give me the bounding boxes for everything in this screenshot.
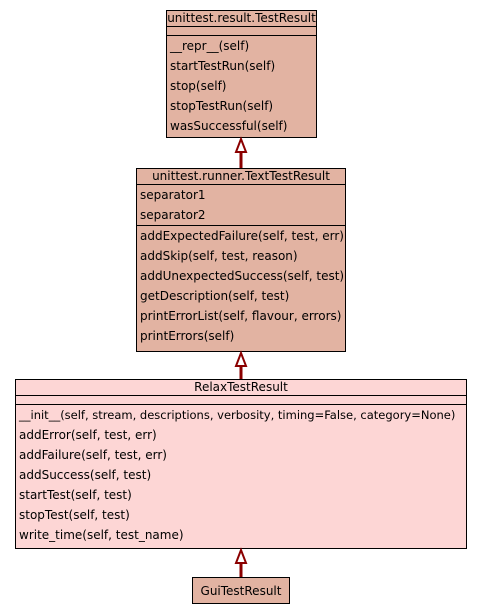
- class-box-texttestresult[interactable]: unittest.runner.TextTestResult separator…: [136, 168, 346, 352]
- method-item: __init__(self, stream, descriptions, ver…: [19, 408, 456, 422]
- inheritance-arrow-relax-to-text: [234, 350, 248, 379]
- method-item: getDescription(self, test): [140, 289, 290, 303]
- inheritance-arrow-text-to-result: [234, 136, 248, 168]
- method-item: startTest(self, test): [19, 488, 132, 502]
- attributes-section: separator1 separator2: [137, 185, 345, 226]
- class-name: RelaxTestResult: [16, 380, 466, 396]
- method-item: __repr__(self): [170, 39, 250, 53]
- class-name: GuiTestResult: [200, 583, 282, 598]
- method-item: stop(self): [170, 79, 227, 93]
- class-box-testresult[interactable]: unittest.result.TestResult __repr__(self…: [166, 10, 317, 138]
- method-item: wasSuccessful(self): [170, 119, 288, 133]
- method-item: addSuccess(self, test): [19, 468, 152, 482]
- attributes-section: [167, 27, 316, 36]
- methods-section: __repr__(self) startTestRun(self) stop(s…: [167, 36, 316, 136]
- method-item: addSkip(self, test, reason): [140, 249, 298, 263]
- attribute-item: separator2: [140, 208, 206, 222]
- class-box-relaxtestresult[interactable]: RelaxTestResult __init__(self, stream, d…: [15, 379, 467, 549]
- attribute-item: separator1: [140, 188, 206, 202]
- method-item: stopTestRun(self): [170, 99, 274, 113]
- method-item: addFailure(self, test, err): [19, 448, 167, 462]
- class-name: unittest.result.TestResult: [167, 11, 316, 27]
- methods-section: __init__(self, stream, descriptions, ver…: [16, 405, 466, 545]
- method-item: startTestRun(self): [170, 59, 276, 73]
- method-item: addError(self, test, err): [19, 428, 157, 442]
- method-item: printErrors(self): [140, 329, 235, 343]
- methods-section: addExpectedFailure(self, test, err) addS…: [137, 226, 345, 346]
- method-item: addUnexpectedSuccess(self, test): [140, 269, 345, 283]
- method-item: printErrorList(self, flavour, errors): [140, 309, 342, 323]
- method-item: write_time(self, test_name): [19, 528, 184, 542]
- inheritance-arrow-gui-to-relax: [234, 547, 248, 577]
- method-item: addExpectedFailure(self, test, err): [140, 229, 344, 243]
- class-box-guitestresult[interactable]: GuiTestResult: [192, 577, 290, 604]
- class-name: unittest.runner.TextTestResult: [137, 169, 345, 185]
- attributes-section: [16, 396, 466, 405]
- method-item: stopTest(self, test): [19, 508, 130, 522]
